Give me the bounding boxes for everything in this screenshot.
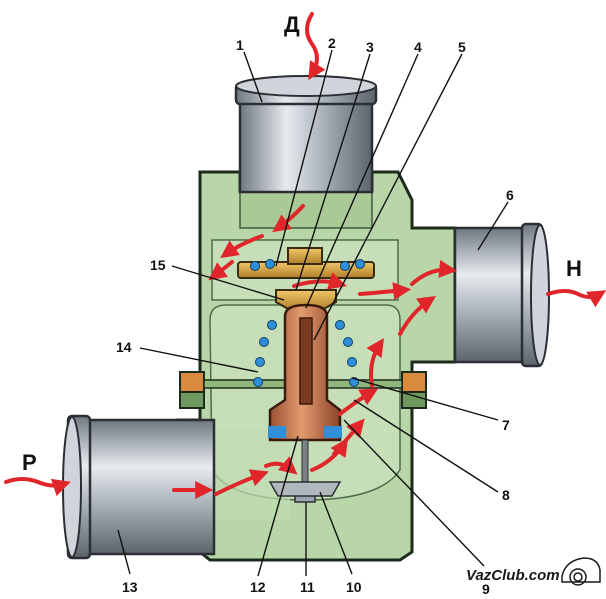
callout-13: 13 bbox=[122, 579, 138, 595]
callout-12: 12 bbox=[250, 579, 266, 595]
flow-arrow-right-outlet bbox=[546, 289, 606, 308]
callout-15: 15 bbox=[150, 257, 166, 273]
car-logo-icon bbox=[561, 557, 601, 586]
flow-arrow-to-outlet-2 bbox=[410, 259, 458, 286]
watermark: VazClub.com bbox=[466, 557, 601, 586]
flow-arrow-riser bbox=[398, 296, 436, 336]
callout-6: 6 bbox=[506, 187, 514, 203]
callout-3: 3 bbox=[366, 39, 374, 55]
wax-element bbox=[268, 303, 342, 503]
flow-arrow-lower-riser bbox=[366, 338, 384, 388]
callout-labels: 1 2 3 4 5 6 7 8 9 10 11 12 13 14 15 bbox=[116, 35, 514, 597]
callout-1: 1 bbox=[236, 37, 244, 53]
callout-4: 4 bbox=[414, 39, 422, 55]
flow-label-right-outlet: Н bbox=[566, 256, 582, 281]
flow-arrow-inlet-channel bbox=[214, 469, 269, 496]
flow-arrow-lower-left bbox=[264, 456, 298, 475]
flow-arrow-to-outlet-1 bbox=[358, 282, 412, 301]
watermark-text: VazClub.com bbox=[466, 567, 560, 584]
callout-8: 8 bbox=[502, 487, 510, 503]
flange-right bbox=[401, 371, 427, 409]
callout-9: 9 bbox=[482, 581, 490, 597]
flange-left bbox=[179, 371, 205, 409]
left-pipe bbox=[62, 414, 216, 560]
callout-5: 5 bbox=[458, 39, 466, 55]
leader-lines bbox=[117, 49, 509, 577]
flow-arrow-top-channel bbox=[272, 204, 305, 233]
flow-arrow-lower-up bbox=[310, 438, 348, 472]
flow-arrow-top-inlet bbox=[305, 12, 326, 81]
callout-7: 7 bbox=[502, 417, 510, 433]
top-pipe bbox=[234, 75, 378, 194]
bypass-spring bbox=[250, 259, 365, 271]
main-spring bbox=[253, 320, 359, 387]
right-pipe bbox=[453, 222, 550, 368]
flow-arrow-bypass-out bbox=[208, 260, 234, 281]
flow-arrow-left-inlet bbox=[4, 477, 71, 496]
callout-11: 11 bbox=[300, 579, 315, 595]
callout-10: 10 bbox=[346, 579, 362, 595]
flow-arrows bbox=[4, 12, 606, 499]
callout-2: 2 bbox=[328, 35, 336, 51]
flow-arrow-bypass-left bbox=[220, 234, 264, 259]
callout-14: 14 bbox=[116, 339, 132, 355]
flow-label-top-inlet: Д bbox=[284, 12, 300, 37]
flow-label-left-inlet: Р bbox=[22, 450, 37, 475]
